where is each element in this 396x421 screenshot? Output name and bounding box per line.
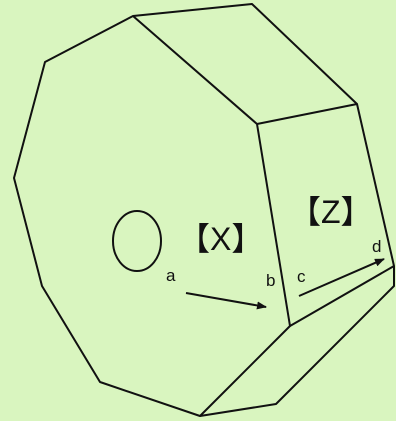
label-a: a	[166, 266, 176, 285]
hole-circle	[112, 210, 162, 272]
arrow-a-to-b	[185, 292, 267, 310]
label-z-face: 【Z】	[289, 194, 373, 230]
label-c: c	[297, 267, 306, 286]
label-d: d	[372, 237, 381, 256]
label-b: b	[266, 271, 275, 290]
label-x-face: 【X】	[178, 221, 263, 257]
top-face-edges	[132, 3, 358, 125]
front-face-outline	[13, 15, 291, 417]
arrow-c-to-d	[298, 258, 385, 297]
bottom-face-edges	[199, 266, 395, 417]
